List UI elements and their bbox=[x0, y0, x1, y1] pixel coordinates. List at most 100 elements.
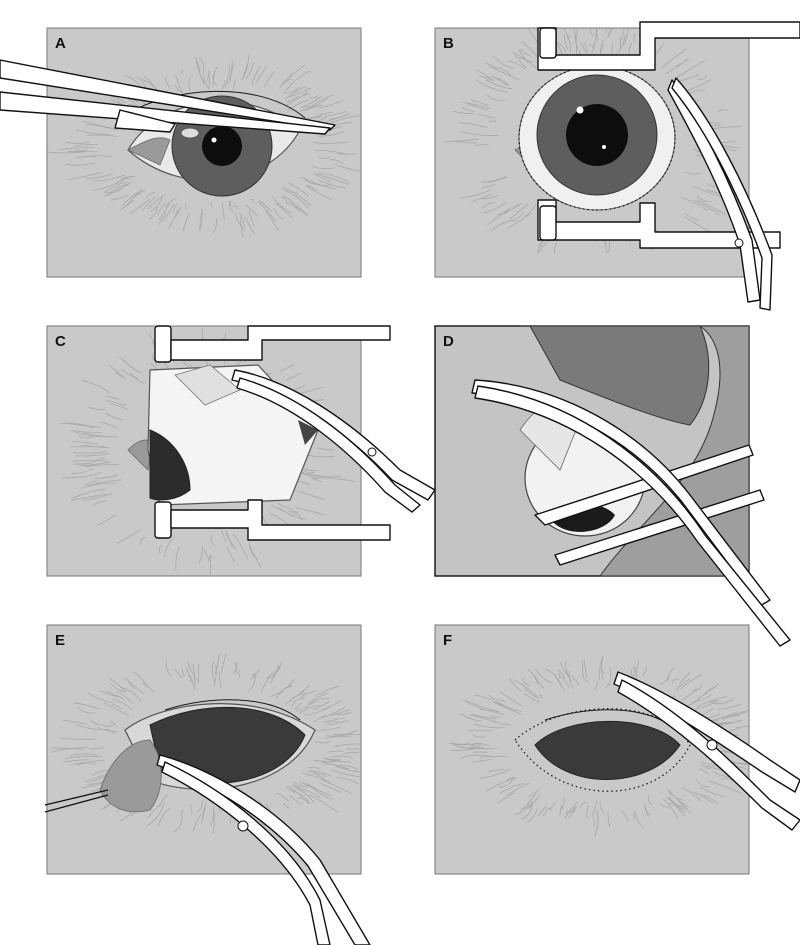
eyelash-stroke bbox=[542, 807, 552, 817]
eyelash-stroke bbox=[465, 700, 496, 713]
eyelash-stroke bbox=[289, 795, 302, 805]
eyelash-stroke bbox=[556, 41, 566, 52]
eyelash-stroke bbox=[686, 171, 701, 175]
eyelash-stroke bbox=[266, 662, 282, 679]
eyelash-stroke bbox=[527, 807, 538, 823]
eyelash-stroke bbox=[72, 459, 108, 463]
eyelash-stroke bbox=[696, 779, 710, 788]
eyelash-stroke bbox=[108, 364, 125, 378]
eyelash-stroke bbox=[563, 28, 570, 39]
eyelash-stroke bbox=[271, 196, 293, 214]
eyelash-stroke bbox=[109, 98, 121, 105]
eyelash-stroke bbox=[283, 85, 292, 95]
eyelash-stroke bbox=[586, 805, 590, 820]
eyelash-stroke bbox=[65, 141, 90, 144]
eyelash-stroke bbox=[558, 671, 561, 679]
eyelash-stroke bbox=[314, 726, 341, 732]
eyelash-stroke bbox=[334, 163, 361, 172]
eyelash-stroke bbox=[332, 729, 358, 735]
eyelash-stroke bbox=[293, 784, 306, 792]
eyelash-stroke bbox=[175, 74, 184, 93]
eyelash-stroke bbox=[69, 753, 98, 757]
eyelash-stroke bbox=[289, 70, 311, 86]
eyelash-stroke bbox=[285, 92, 311, 107]
eyelash-stroke bbox=[539, 694, 543, 699]
eyelash-stroke bbox=[234, 661, 238, 675]
eyelash-stroke bbox=[504, 203, 523, 215]
eyelash-stroke bbox=[109, 678, 127, 693]
panel-e-upper-lash-line bbox=[164, 699, 301, 721]
eyelash-stroke bbox=[103, 188, 123, 194]
eyelash-stroke bbox=[494, 77, 509, 87]
eyelash-stroke bbox=[103, 702, 129, 716]
eyelash-stroke bbox=[676, 678, 691, 692]
eyelash-stroke bbox=[304, 706, 331, 716]
eyelash-stroke bbox=[681, 688, 698, 701]
eyelash-stroke bbox=[111, 704, 122, 710]
eyelash-stroke bbox=[181, 668, 185, 677]
eyelash-stroke bbox=[248, 209, 255, 228]
eyelash-stroke bbox=[286, 202, 299, 211]
eyelash-stroke bbox=[296, 490, 326, 501]
eyelash-stroke bbox=[534, 675, 545, 689]
eyelash-stroke bbox=[210, 806, 215, 826]
eyelash-stroke bbox=[605, 683, 609, 689]
eyelash-stroke bbox=[245, 62, 254, 79]
eyelash-stroke bbox=[146, 803, 165, 827]
eyelash-stroke bbox=[287, 99, 310, 111]
panel-c-conjunctiva bbox=[174, 364, 241, 406]
eyelash-stroke bbox=[186, 669, 195, 691]
eyelash-stroke bbox=[212, 218, 218, 234]
eyelash-stroke bbox=[317, 173, 349, 185]
eyelash-stroke bbox=[688, 89, 706, 95]
eyelash-stroke bbox=[306, 783, 332, 797]
eyelash-stroke bbox=[264, 70, 276, 87]
eyelash-stroke bbox=[573, 28, 579, 50]
eyelash-stroke bbox=[258, 200, 273, 213]
eyelash-stroke bbox=[51, 747, 89, 749]
eyelash-stroke bbox=[158, 807, 171, 827]
eyelash-stroke bbox=[672, 678, 680, 684]
eyelash-stroke bbox=[514, 53, 527, 69]
eyelash-stroke bbox=[107, 183, 130, 196]
eyelash-stroke bbox=[559, 804, 563, 817]
panel-c-muscle bbox=[298, 420, 318, 445]
eyelash-stroke bbox=[482, 201, 507, 214]
eyelash-stroke bbox=[488, 176, 508, 184]
eyelash-stroke bbox=[51, 748, 85, 753]
eyelash-stroke bbox=[282, 194, 308, 215]
forceps-icon bbox=[0, 59, 336, 139]
eyelash-stroke bbox=[297, 797, 309, 805]
eyelash-stroke bbox=[110, 403, 129, 411]
eyelash-stroke bbox=[93, 177, 128, 191]
eyelash-stroke bbox=[285, 95, 301, 104]
scissors-icon bbox=[667, 77, 773, 311]
eyelash-stroke bbox=[116, 690, 133, 704]
eyelash-stroke bbox=[717, 109, 728, 113]
eyelash-stroke bbox=[561, 797, 566, 810]
eyelash-stroke bbox=[526, 793, 537, 806]
eyelash-stroke bbox=[592, 817, 595, 827]
eyelash-stroke bbox=[164, 77, 172, 90]
eyelash-stroke bbox=[554, 673, 565, 691]
eyelash-stroke bbox=[309, 794, 338, 813]
eyelash-stroke bbox=[281, 186, 299, 194]
eyelash-stroke bbox=[147, 194, 166, 210]
eyelash-stroke bbox=[175, 205, 182, 218]
eyelash-stroke bbox=[67, 171, 103, 181]
eyelash-stroke bbox=[62, 472, 102, 479]
eyelash-stroke bbox=[164, 537, 175, 558]
eyelash-stroke bbox=[329, 159, 344, 165]
eyelash-stroke bbox=[481, 184, 496, 189]
eyelash-stroke bbox=[492, 55, 515, 69]
eyelash-stroke bbox=[195, 57, 201, 72]
eyelash-stroke bbox=[174, 669, 184, 679]
eyelash-stroke bbox=[478, 75, 495, 81]
eyelash-stroke bbox=[164, 197, 177, 207]
eyelash-stroke bbox=[527, 788, 541, 798]
eyelash-stroke bbox=[524, 687, 537, 698]
eyelash-stroke bbox=[180, 68, 183, 75]
eyelash-stroke bbox=[129, 372, 146, 384]
eyelash-stroke bbox=[509, 678, 522, 692]
eyelash-stroke bbox=[107, 395, 120, 400]
